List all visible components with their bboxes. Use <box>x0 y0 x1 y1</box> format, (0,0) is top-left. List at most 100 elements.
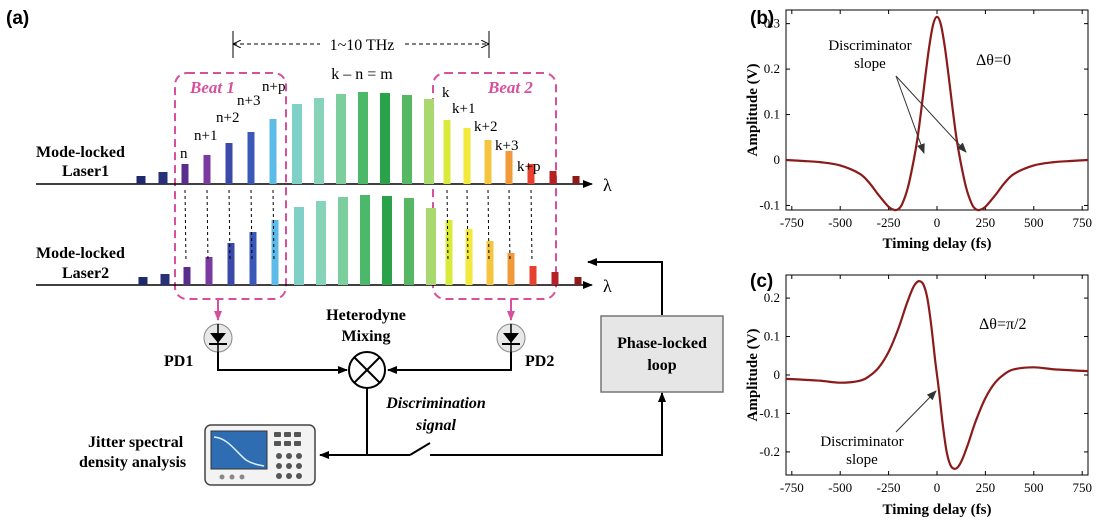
x-tick-label: -500 <box>828 215 852 230</box>
laser1-comb-line <box>358 92 368 184</box>
beat2-mode-label: k+p <box>517 159 540 175</box>
mode-correspondence-dash <box>228 189 231 263</box>
laser2-comb-line <box>138 277 148 285</box>
beat2-label: Beat 2 <box>487 78 533 97</box>
signal-to-pll-line <box>430 392 666 456</box>
jitter-label-line2: density analysis <box>79 454 186 471</box>
laser1-comb-line <box>549 171 557 184</box>
laser1-comb-line <box>424 99 434 184</box>
panel-b-annotation-arrow-right <box>895 75 967 153</box>
laser1-comb-line <box>247 132 255 184</box>
mode-correspondence-dash <box>184 189 187 263</box>
beat2-mode-label: k+1 <box>452 101 475 117</box>
laser1-comb-line <box>269 119 277 184</box>
x-tick-label: -750 <box>780 215 804 230</box>
y-tick-label: 0 <box>774 152 781 167</box>
x-tick-label: -750 <box>780 480 804 495</box>
laser2-comb-line <box>486 241 494 285</box>
laser1-comb-line <box>380 93 390 184</box>
laser1-label-line2: Laser1 <box>62 163 109 180</box>
x-tick-label: 750 <box>1072 480 1092 495</box>
laser1-comb-line <box>181 164 189 184</box>
discrimination-label-line1: Discrimination <box>385 395 486 412</box>
x-tick-label: 250 <box>976 480 996 495</box>
laser2-comb-line <box>205 257 213 285</box>
panel-c-delta-label: Δθ=π/2 <box>979 316 1027 333</box>
beat2-mode-label: k <box>442 85 450 101</box>
panel-c-ylabel: Amplitude (V) <box>745 329 761 422</box>
laser1-comb-line <box>463 128 471 184</box>
laser1-comb-line <box>572 176 580 184</box>
beat1-mode-label: n <box>180 146 188 162</box>
panel-a-diagram: (a) 1~10 THz k – n = m Beat 1 Beat 2 Mod… <box>6 8 724 486</box>
mode-correspondence-dash <box>250 189 253 263</box>
frequency-combs <box>136 92 582 285</box>
beat1-mode-label: n+3 <box>237 93 260 109</box>
laser2-comb-line <box>227 243 235 285</box>
laser2-comb-line <box>404 198 414 285</box>
beat2-mode-label: k+2 <box>474 119 497 135</box>
laser2-label-line2: Laser2 <box>62 265 109 282</box>
jitter-label-line1: Jitter spectral <box>88 434 184 451</box>
mixer-icon <box>348 351 386 389</box>
y-tick-label: 0.2 <box>764 61 780 76</box>
laser2-comb-line <box>574 277 582 285</box>
pd1-photodiode <box>203 323 233 353</box>
laser2-comb-line <box>271 220 279 285</box>
discrimination-label-line2: signal <box>415 417 457 434</box>
laser1-comb-line <box>314 98 324 184</box>
x-tick-label: 0 <box>934 215 941 230</box>
panel-b-delta-label: Δθ=0 <box>976 52 1011 69</box>
laser1-label-line1: Mode-locked <box>36 144 125 161</box>
mode-correspondence-dash <box>508 189 511 263</box>
x-tick-label: 0 <box>934 480 941 495</box>
mode-correspondence-dash <box>487 189 490 263</box>
mode-labels: n n+1 n+2n+3n+p kk+1 k+2 k+3 k+p <box>180 79 540 175</box>
laser1-comb-line <box>505 151 513 184</box>
laser1-comb-line <box>336 94 346 184</box>
beat1-mode-label: n+p <box>262 79 285 95</box>
laser2-comb-line <box>382 196 392 285</box>
laser2-comb-line <box>445 220 453 285</box>
y-tick-label: 0.2 <box>764 290 780 305</box>
laser1-comb-line <box>402 95 412 184</box>
mode-relation-label: k – n = m <box>331 66 393 83</box>
y-tick-label: -0.1 <box>759 197 780 212</box>
pll-label-line1: Phase-locked <box>617 335 707 352</box>
beat1-label: Beat 1 <box>189 78 235 97</box>
laser2-comb-line <box>338 197 348 285</box>
pd2-to-mixer-line <box>387 352 512 374</box>
beat2-mode-label: k+3 <box>495 138 518 154</box>
laser2-comb-line <box>160 274 170 285</box>
switch-icon <box>409 442 431 456</box>
mixing-label-line2: Mixing <box>342 328 391 345</box>
laser1-comb-line <box>527 164 535 184</box>
laser2-comb-line <box>316 201 326 285</box>
y-tick-label: 0.1 <box>764 107 780 122</box>
x-tick-label: 750 <box>1072 215 1092 230</box>
laser1-comb-line <box>203 155 211 184</box>
x-tick-label: -250 <box>877 215 901 230</box>
panel-b-ylabel: Amplitude (V) <box>745 64 761 157</box>
laser2-comb-line <box>360 195 370 285</box>
mixing-label-line1: Heterodyne <box>326 307 406 324</box>
beat1-mode-label: n+2 <box>216 110 239 126</box>
panel-b-annotation-arrow-left <box>895 75 925 154</box>
panel-b-xlabel: Timing delay (fs) <box>883 236 992 252</box>
beat1-mode-label: n+1 <box>194 128 217 144</box>
laser2-comb-line <box>249 232 257 285</box>
laser2-comb-line <box>551 272 559 285</box>
laser1-comb-line <box>443 120 451 184</box>
panel-b-annotation-line2: slope <box>854 56 886 72</box>
spectrum-analyzer-icon <box>204 424 316 486</box>
panel-a-label: (a) <box>6 8 29 29</box>
panel-c-annotation-line2: slope <box>846 452 878 468</box>
laser2-comb-line <box>294 207 304 285</box>
panel-c-xlabel: Timing delay (fs) <box>883 502 992 518</box>
amplitude-curve <box>785 15 1089 212</box>
mode-correspondence-dash <box>466 189 469 263</box>
